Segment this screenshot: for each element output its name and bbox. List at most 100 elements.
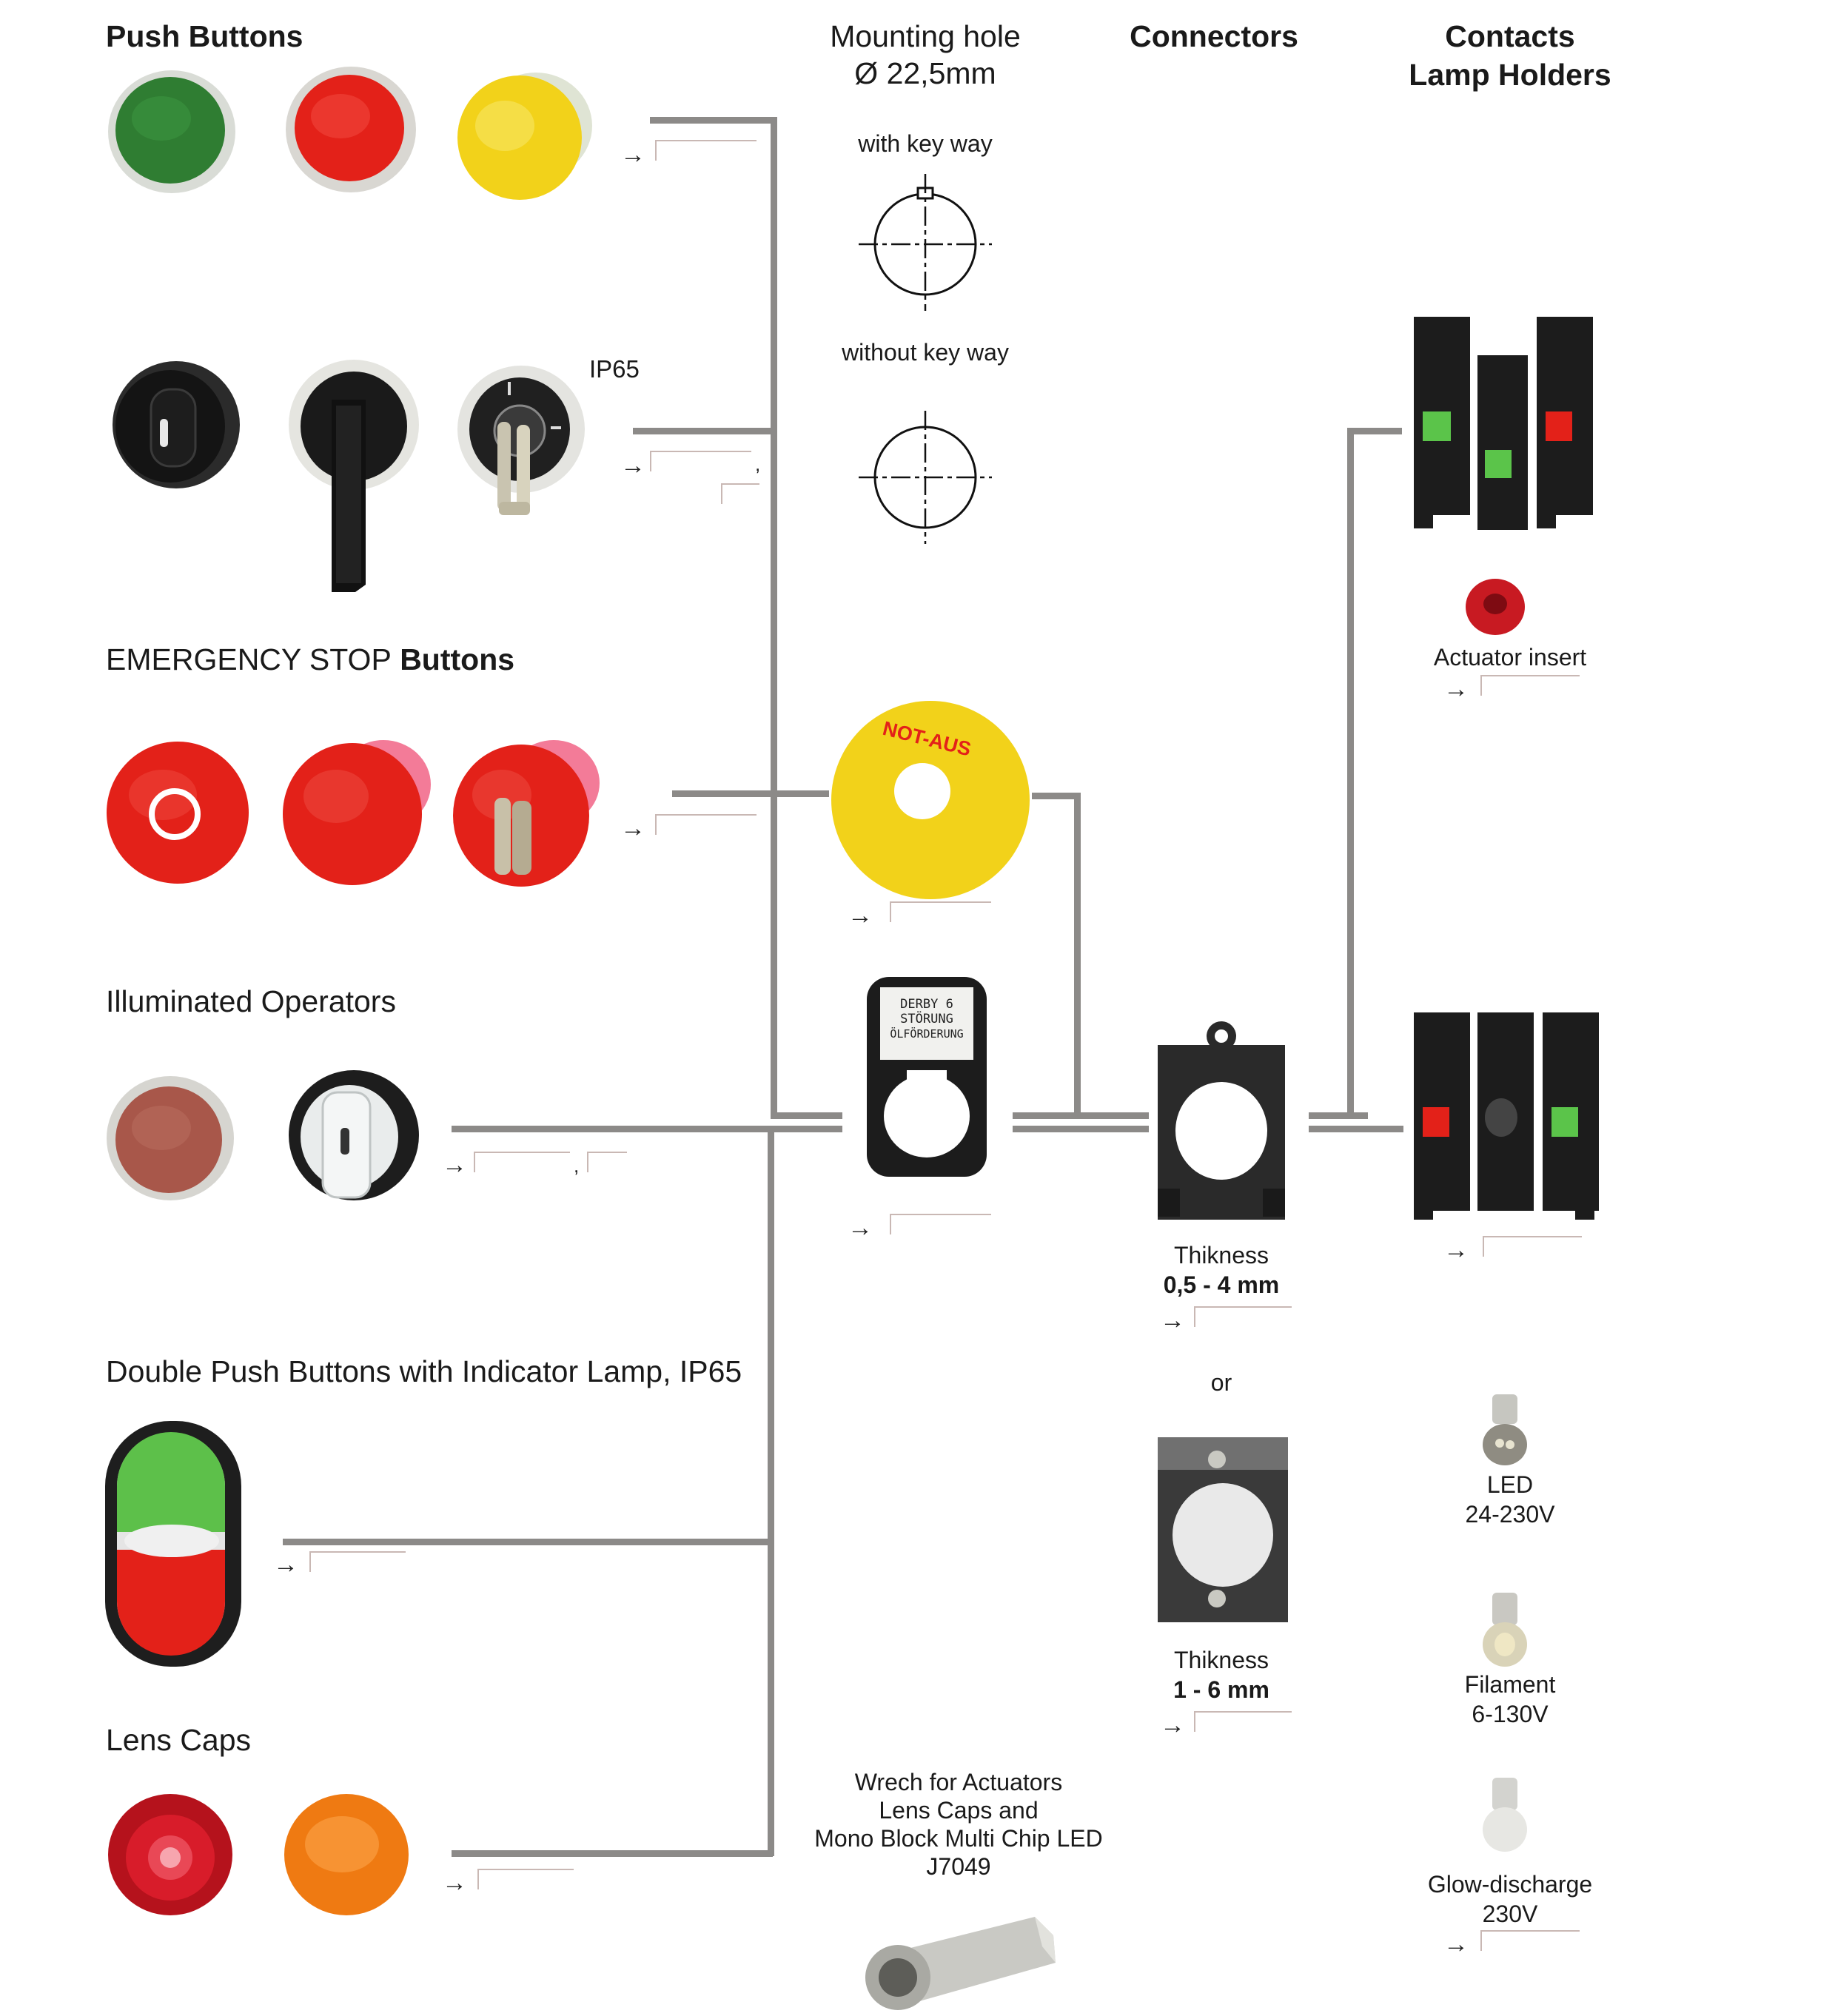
reference-bracket [890,1214,991,1234]
led-lamp-image [1483,1394,1527,1465]
reference-bracket [655,814,757,835]
connector-line [633,428,775,434]
ip65-label: IP65 [589,355,640,383]
led-voltage: 24-230V [1465,1501,1555,1528]
estop-key-release-button-image [453,740,600,887]
actuator-insert-label: Actuator insert [1433,644,1587,671]
wrench-tool-image [865,1917,1056,2010]
emergency-stop-prefix: EMERGENCY STOP [106,642,392,676]
connector-line [1309,1126,1403,1132]
estop-label-plate-image: NOT-AUS [831,701,1030,899]
connector-line [452,1126,842,1132]
arrow-icon: → [273,1550,298,1579]
emergency-stop-heading: EMERGENCY STOP Buttons [106,642,514,677]
reference-bracket [890,901,991,922]
reference-bracket [477,1869,574,1889]
reference-bracket [1194,1711,1292,1732]
selector-switch-long-lever-image [289,360,419,592]
mounting-diameter: Ø 22,5mm [854,56,996,90]
yellow-mushroom-button-image [457,73,592,200]
selector-switch-short-image [113,361,240,488]
connector-block-thin-image [1158,1021,1285,1220]
arrow-icon: → [442,1869,467,1897]
red-lens-cap-image [108,1794,232,1915]
connector-line [1309,1112,1368,1119]
connector-block-thick-image [1158,1437,1288,1622]
connector-line [771,1112,842,1119]
connector-line [1347,428,1354,1118]
contact-blocks-image [1414,317,1593,530]
wrench-line-3: Mono Block Multi Chip LED [814,1825,1103,1852]
arrow-icon: → [620,141,645,169]
lens-caps-heading: Lens Caps [106,1723,252,1757]
reference-bracket [655,140,757,161]
arrow-icon: → [442,1151,467,1179]
filament-voltage: 6-130V [1472,1701,1549,1727]
or-label: or [1210,1369,1232,1396]
legend-line-3: ÖLFÖRDERUNG [890,1027,963,1041]
reference-bracket [1483,1236,1582,1257]
arrow-icon: → [848,1214,873,1242]
arrow-icon: → [1443,1930,1469,1958]
connectors-heading: Connectors [1130,19,1298,53]
arrow-icon: → [848,901,873,930]
reference-bracket [587,1152,627,1172]
arrow-icon: → [1443,675,1469,703]
reference-bracket [1194,1306,1292,1327]
legend-line-2: STÖRUNG [900,1010,953,1027]
connector-line [1013,1126,1149,1132]
connector-line [452,1850,773,1857]
contact-blocks-with-lamp-image [1414,1012,1599,1220]
legend-plate-holder-image: DERBY 6 STÖRUNG ÖLFÖRDERUNG [867,977,987,1177]
arrow-icon: → [620,814,645,842]
reference-bracket [1480,1930,1580,1951]
connector-line [650,117,777,124]
thickness-label: Thikness [1173,1647,1269,1673]
reference-bracket [650,451,751,471]
filament-lamp-image [1483,1593,1527,1667]
connector-line [672,790,829,797]
arrow-icon: → [620,451,645,480]
emergency-stop-suffix: Buttons [391,642,515,676]
orange-lens-cap-image [284,1794,409,1915]
reference-bracket [474,1152,570,1172]
filament-label: Filament [1464,1671,1556,1698]
wrench-line-4: J7049 [926,1853,991,1880]
contacts-heading: Contacts [1445,19,1575,53]
glow-discharge-label: Glow-discharge [1427,1871,1593,1898]
connector-line [768,1126,774,1856]
separator-comma: , [755,453,761,475]
reference-bracket [309,1551,406,1572]
connector-line [283,1539,773,1545]
key-switch-image [457,366,585,515]
connector-line [1074,793,1081,1115]
arrow-icon: → [1160,1306,1185,1334]
reference-bracket [1480,675,1580,696]
illuminated-push-button-image [107,1076,234,1200]
legend-line-1: DERBY 6 [900,997,953,1012]
arrow-icon: → [1160,1711,1185,1739]
connector-line [771,117,777,1118]
with-key-way-label: with key way [858,130,993,157]
connector-line [1347,428,1402,434]
thickness-label: Thikness [1173,1242,1269,1269]
arrow-icon: → [1443,1236,1469,1264]
thin-thickness-range: 0,5 - 4 mm [1163,1271,1280,1298]
mounting-hole-plain-icon [859,411,992,544]
connector-line [1013,1112,1149,1119]
illuminated-operators-heading: Illuminated Operators [106,984,396,1018]
actuator-insert-image [1466,579,1525,635]
green-push-button-image [108,70,235,193]
estop-mushroom-button-image [283,740,431,885]
lamp-holders-heading: Lamp Holders [1409,58,1611,92]
mounting-hole-keyway-icon [859,174,992,311]
glow-discharge-voltage: 230V [1482,1901,1538,1927]
double-push-button-image [105,1421,241,1667]
separator-comma: , [574,1155,580,1177]
without-key-way-label: without key way [842,339,1009,366]
led-label: LED [1486,1471,1534,1498]
red-push-button-image [286,67,416,192]
wrench-line-1: Wrech for Actuators [854,1769,1063,1795]
mounting-hole-heading: Mounting hole [830,19,1021,53]
